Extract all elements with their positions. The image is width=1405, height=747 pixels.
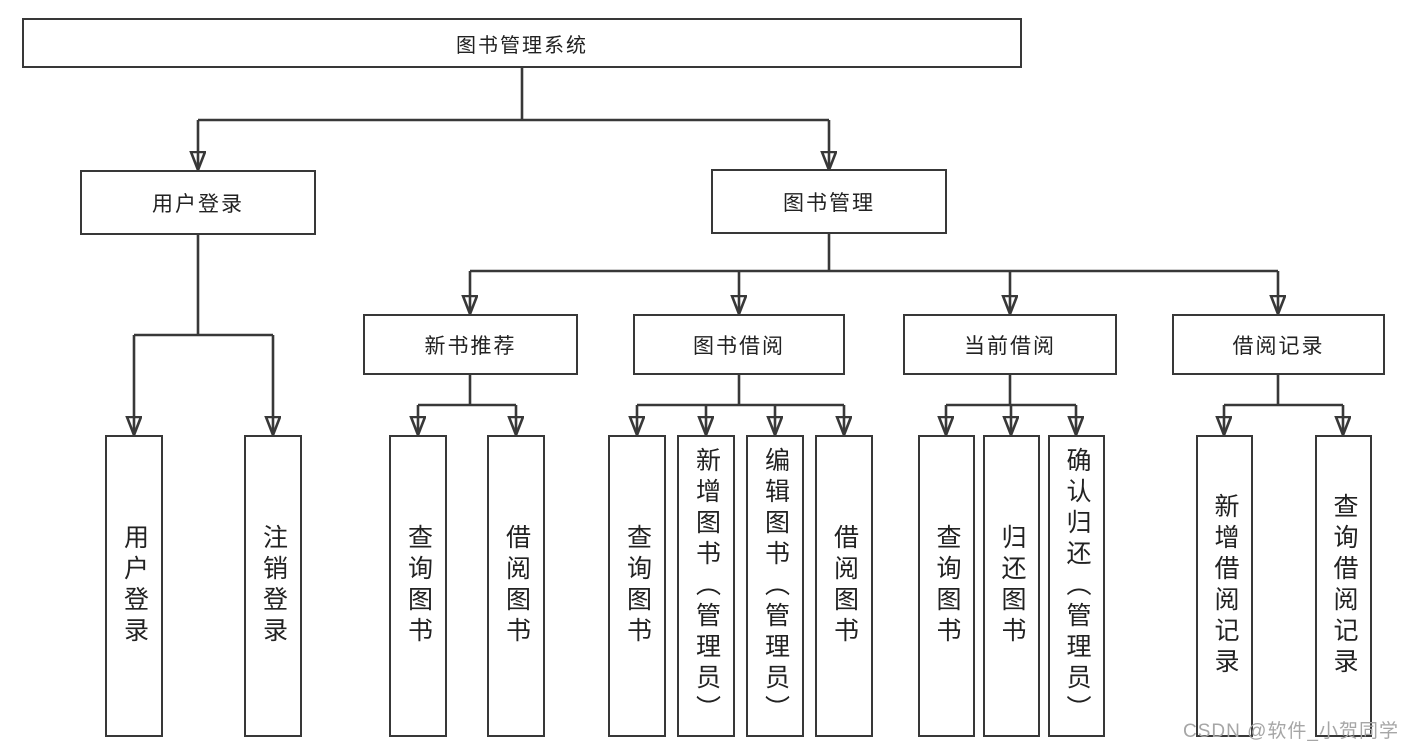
watermark: CSDN @软件_小贺同学 [1183, 721, 1399, 742]
node-new-book-recommend: 新书推荐 [363, 314, 578, 375]
node-borrow-records: 借阅记录 [1172, 314, 1385, 375]
node-book-management: 图书管理 [711, 169, 947, 234]
node-user-login: 用户登录 [80, 170, 316, 235]
leaf-bb-add-books-admin-label: 新增图书（管理员） [692, 446, 721, 726]
leaf-cb-query-books-label: 查询图书 [933, 524, 961, 648]
leaf-br-add-borrow-record: 新增借阅记录 [1196, 435, 1253, 737]
leaf-bb-borrow-books-label: 借阅图书 [830, 524, 859, 648]
leaf-br-add-borrow-record-label: 新增借阅记录 [1211, 493, 1239, 679]
node-new-book-recommend-label: 新书推荐 [424, 334, 517, 358]
leaf-nbr-borrow-books: 借阅图书 [487, 435, 545, 737]
leaf-cb-confirm-return-admin: 确认归还（管理员） [1048, 435, 1105, 737]
leaf-cb-query-books: 查询图书 [918, 435, 975, 737]
leaf-bb-borrow-books: 借阅图书 [815, 435, 873, 737]
leaf-logout-label: 注销登录 [259, 524, 288, 648]
leaf-cb-return-books: 归还图书 [983, 435, 1040, 737]
node-book-borrow-label: 图书借阅 [693, 334, 785, 358]
node-book-borrow: 图书借阅 [633, 314, 845, 375]
leaf-user-login-label: 用户登录 [120, 524, 149, 648]
leaf-nbr-query-books: 查询图书 [389, 435, 447, 737]
node-book-management-label: 图书管理 [783, 191, 875, 215]
node-user-login-label: 用户登录 [152, 192, 244, 216]
leaf-bb-query-books: 查询图书 [608, 435, 666, 737]
leaf-bb-edit-books-admin-label: 编辑图书（管理员） [761, 446, 790, 726]
leaf-br-query-borrow-record-label: 查询借阅记录 [1330, 493, 1358, 679]
leaf-br-query-borrow-record: 查询借阅记录 [1315, 435, 1372, 737]
node-root-label: 图书管理系统 [456, 34, 588, 57]
leaf-nbr-borrow-books-label: 借阅图书 [502, 524, 531, 648]
leaf-cb-confirm-return-admin-label: 确认归还（管理员） [1063, 446, 1091, 726]
leaf-bb-edit-books-admin: 编辑图书（管理员） [746, 435, 804, 737]
node-current-borrow: 当前借阅 [903, 314, 1117, 375]
node-borrow-records-label: 借阅记录 [1232, 334, 1325, 358]
leaf-bb-add-books-admin: 新增图书（管理员） [677, 435, 735, 737]
node-current-borrow-label: 当前借阅 [964, 334, 1056, 358]
leaf-nbr-query-books-label: 查询图书 [404, 524, 433, 648]
leaf-bb-query-books-label: 查询图书 [623, 524, 652, 648]
leaf-cb-return-books-label: 归还图书 [998, 524, 1026, 648]
leaf-user-login: 用户登录 [105, 435, 163, 737]
node-root: 图书管理系统 [22, 18, 1022, 68]
leaf-logout: 注销登录 [244, 435, 302, 737]
